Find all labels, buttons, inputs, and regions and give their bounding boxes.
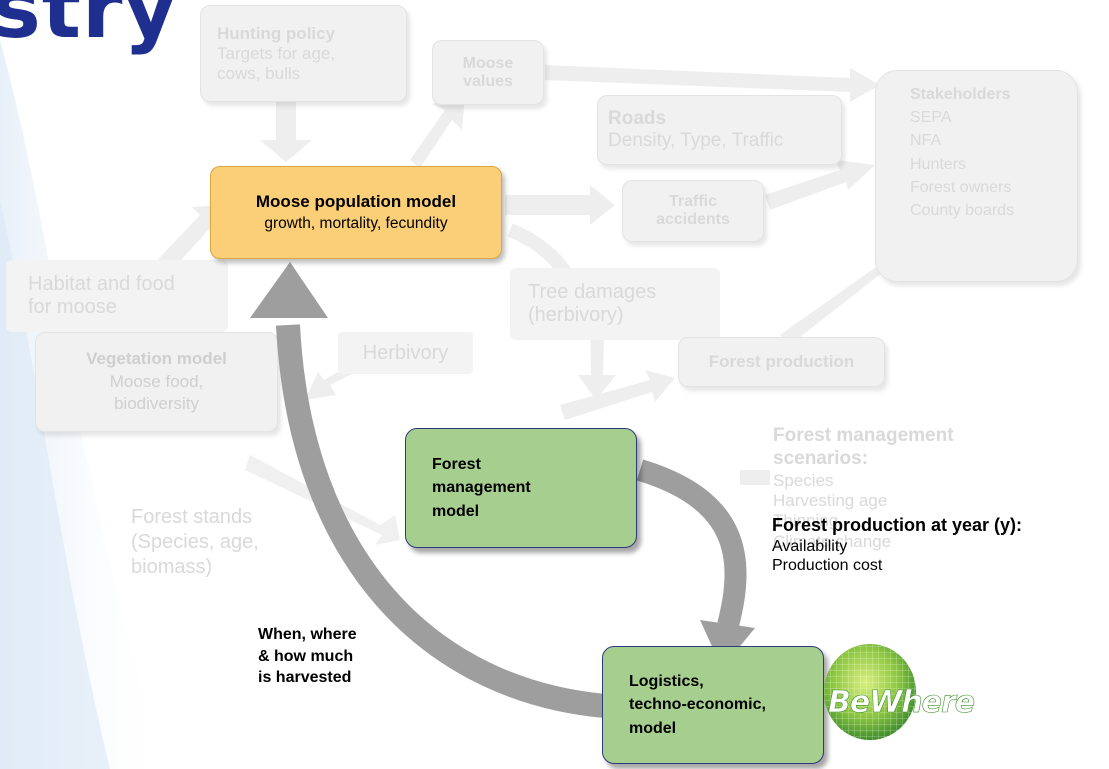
vegetation-title: Vegetation model [86, 348, 227, 368]
hunting-policy-box: Hunting policy Targets for age, cows, bu… [200, 5, 407, 102]
logistics-model-box: Logistics, techno-economic, model [602, 646, 824, 764]
stakeholders-title: Stakeholders [910, 86, 1011, 103]
tree-damages-box: Tree damages (herbivory) [510, 268, 720, 340]
stakeholder-item: Hunters [910, 155, 967, 173]
bewhere-globe-icon [824, 644, 916, 740]
traffic-accidents-line-1: Traffic [668, 193, 717, 210]
stakeholder-item: Forest owners [910, 178, 1012, 196]
roads-box: Roads Density, Type, Traffic [597, 95, 842, 165]
stakeholders-box: Stakeholders SEPA NFA Hunters Forest own… [875, 70, 1078, 282]
moose-population-title: Moose population model [255, 192, 457, 211]
scenario-item: Harvesting age [773, 490, 888, 510]
logistics-line-3: model [629, 719, 677, 737]
production-year-title: Forest production at year (y): [772, 515, 1023, 535]
hunting-policy-title: Hunting policy [217, 23, 336, 43]
production-year-item: Availability [772, 537, 848, 555]
forest-production-at-year: Forest production at year (y): Availabil… [772, 515, 1022, 575]
scenarios-title-line-1: Forest management [773, 425, 954, 446]
stakeholder-item: SEPA [910, 109, 952, 127]
logistics-line-1: Logistics, [629, 673, 704, 691]
habitat-line-1: Habitat and food [28, 273, 175, 295]
herbivory-box: Herbivory [338, 332, 473, 374]
stakeholder-item: NFA [910, 132, 942, 150]
forest-mgmt-line-3: model [432, 502, 480, 520]
vegetation-model-box: Vegetation model Moose food, biodiversit… [35, 332, 278, 432]
scenario-item: Thinning [773, 511, 839, 531]
forest-production-box: Forest production [678, 337, 885, 387]
forest-mgmt-scenarios: Forest management scenarios: Species Har… [773, 425, 954, 552]
bewhere-text: BeWhere [828, 685, 976, 721]
tree-damages-line-1: Tree damages [528, 281, 657, 303]
forest-production-label: Forest production [708, 352, 855, 371]
production-year-item: Production cost [772, 556, 883, 574]
traffic-accidents-line-2: accidents [656, 211, 730, 228]
scenario-item: Climate change [773, 531, 892, 551]
harvest-label: When, where & how much is harvested [258, 624, 357, 689]
moose-population-model-box: Moose population model growth, mortality… [210, 166, 502, 259]
logistics-line-2: techno-economic, [629, 696, 766, 714]
moose-values-box: Moose values [432, 40, 544, 105]
habitat-label-box: Habitat and food for moose [6, 260, 228, 332]
harvest-line-2: & how much [258, 647, 354, 665]
forest-stands-line-3: biomass) [131, 556, 213, 578]
roads-detail: Density, Type, Traffic [608, 130, 784, 151]
tree-damages-line-2: (herbivory) [528, 304, 624, 326]
vegetation-line-2: biodiversity [113, 394, 200, 414]
bewhere-logo: BeWhere [818, 640, 975, 745]
forest-stands-line-2: (Species, age, [131, 531, 259, 553]
moose-values-line-1: Moose [462, 54, 514, 72]
hunting-policy-line-1: Targets for age, [217, 43, 336, 63]
moose-values-line-2: values [463, 72, 513, 90]
stakeholder-item: County boards [910, 201, 1015, 219]
traffic-accidents-box: Traffic accidents [622, 180, 764, 242]
moose-population-detail: growth, mortality, fecundity [264, 215, 448, 232]
harvest-line-3: is harvested [258, 669, 352, 687]
forest-stands-label: Forest stands (Species, age, biomass) [131, 505, 259, 580]
scenarios-title-line-2: scenarios: [773, 447, 869, 469]
forest-mgmt-line-2: management [432, 479, 531, 497]
hunting-policy-line-2: cows, bulls [217, 63, 301, 83]
harvest-line-1: When, where [258, 626, 357, 643]
title-fragment: stry [0, 0, 178, 57]
vegetation-line-1: Moose food, [109, 371, 204, 391]
herbivory-label: Herbivory [362, 341, 449, 364]
scenario-item: Species [773, 470, 834, 490]
roads-title: Roads [608, 108, 667, 129]
forest-stands-line-1: Forest stands [131, 506, 253, 528]
forest-mgmt-line-1: Forest [432, 456, 481, 474]
habitat-line-2: for moose [28, 296, 117, 318]
forest-management-model-box: Forest management model [405, 428, 637, 548]
